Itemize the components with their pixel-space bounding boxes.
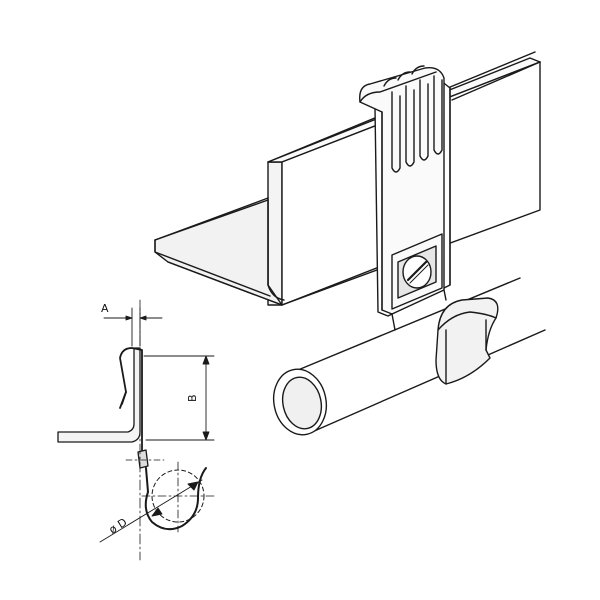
pipe-clip-band (435, 297, 499, 385)
dimension-b (143, 355, 215, 441)
spring-clip (359, 65, 451, 331)
perspective-view (154, 51, 546, 436)
pipe (272, 277, 546, 436)
screw-symbol (137, 449, 149, 469)
rail-line (451, 61, 541, 101)
dimension-label-a: A (101, 302, 109, 315)
dimension-a (103, 307, 163, 347)
pipe-ring (144, 467, 207, 531)
section-view (57, 299, 215, 561)
clip-profile (119, 347, 143, 451)
angle-section (57, 347, 141, 443)
dimension-d (99, 479, 203, 543)
dimension-label-b: B (186, 394, 199, 402)
